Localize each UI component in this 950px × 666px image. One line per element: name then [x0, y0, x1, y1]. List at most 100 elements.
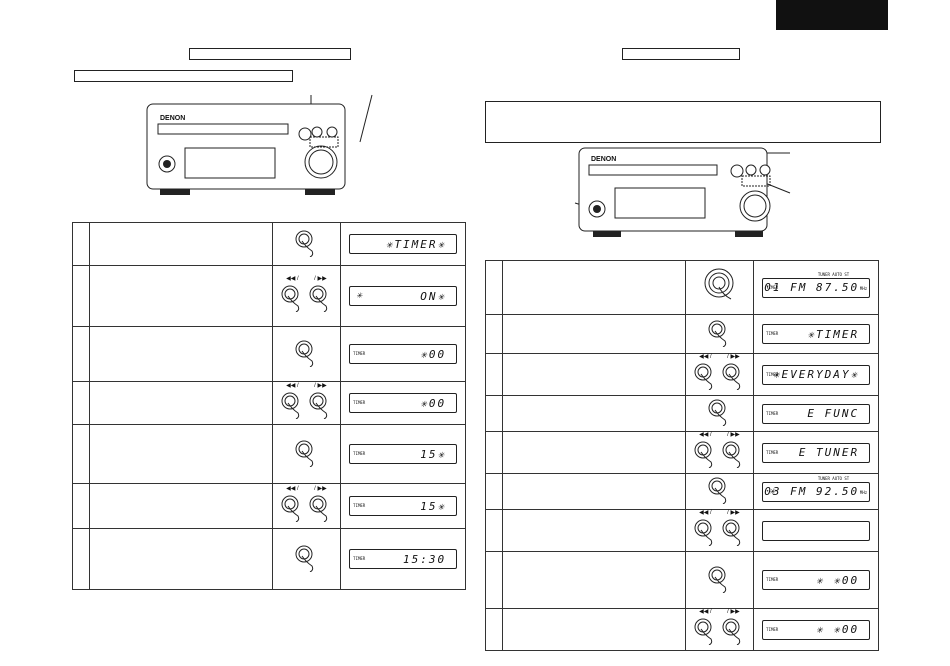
left-brand-text: DENON [160, 115, 185, 122]
step-description-cell [501, 608, 686, 651]
step-row: ✳︎ TUNER AUTO ST 03 FM 92.50 MHz [485, 473, 879, 510]
lcd-text: ✳︎00 [420, 396, 447, 410]
next-skip-label: / ▶▶ [727, 432, 740, 438]
lcd-display [762, 520, 871, 541]
step-row: ◀◀ / / ▶▶ TIMER ✳︎ ✳︎00 [485, 608, 879, 651]
step-description-cell [88, 222, 273, 266]
step-number-cell [485, 353, 503, 396]
step-row: ◀◀ / / ▶▶ TIMER ✳︎00 [72, 381, 466, 425]
button-press-icon [708, 566, 727, 593]
step-display-cell: ✳︎ ΟΝ✳︎ [340, 265, 466, 327]
skip-buttons-icon [281, 495, 328, 522]
button-press-icon [708, 477, 727, 505]
lcd-display: TIMER E TUNER [762, 442, 871, 463]
step-button-cell [271, 424, 342, 484]
skip-buttons-icon [281, 392, 328, 419]
step-number-cell [485, 431, 503, 474]
step-button-cell [684, 260, 755, 315]
lcd-text: 01 FM 87.50 [764, 281, 860, 294]
step-description-cell [501, 314, 686, 354]
step-row: TIMER ✳︎00 [72, 326, 466, 382]
lcd-header-label: TUNER AUTO ST [817, 475, 850, 481]
step-number-cell [72, 424, 90, 484]
step-description-cell [88, 483, 273, 529]
step-display-cell: TIMER 15✳︎ [340, 424, 466, 484]
step-display-cell: TIMER ✳︎00 [340, 381, 466, 425]
step-button-cell: ◀◀ / / ▶▶ [684, 353, 755, 396]
lcd-text: 03 FM 92.50 [764, 485, 860, 498]
skip-buttons-icon [281, 285, 328, 312]
step-number-cell [72, 326, 90, 382]
lcd-mode-label: TIMER [353, 556, 366, 561]
step-number-cell [72, 381, 90, 425]
step-number-cell [72, 222, 90, 266]
step-description-cell [501, 431, 686, 474]
step-row: ◀◀ / / ▶▶ [485, 509, 879, 552]
lcd-mode-label: TIMER [766, 410, 779, 416]
next-skip-label: / ▶▶ [727, 510, 740, 516]
button-press-icon [295, 440, 314, 467]
lcd-display: TIMER E FUNC [762, 403, 871, 424]
step-button-cell: ◀◀ / / ▶▶ [684, 509, 755, 552]
left-title-box [189, 48, 351, 60]
prev-skip-label: ◀◀ / [699, 354, 712, 360]
step-display-cell: ✳︎ΤΙΜΕR✳︎ [340, 222, 466, 266]
step-number-cell [485, 314, 503, 354]
next-skip-label: / ▶▶ [314, 485, 327, 492]
step-display-cell: TIMER ✳︎EVERYDAY✳︎ [753, 353, 879, 396]
step-display-cell: TIMER ✳︎ ✳︎00 [753, 608, 879, 651]
prev-skip-label: ◀◀ / [286, 485, 299, 492]
lcd-display: TIMER TUNER AUTO ST 01 FM 87.50 MHz [762, 272, 871, 298]
button-press-icon [295, 340, 314, 367]
step-number-cell [485, 395, 503, 432]
lcd-display: ✳︎ΤΙΜΕR✳︎ [349, 234, 458, 254]
button-press-icon [295, 545, 314, 572]
page-language-tab [776, 0, 888, 30]
step-button-cell: ◀◀ / / ▶▶ [271, 483, 342, 529]
step-description-cell [501, 260, 686, 315]
next-skip-label: / ▶▶ [727, 609, 740, 615]
step-description-cell [88, 265, 273, 327]
lcd-text: 15✳︎ [420, 499, 447, 513]
lcd-text: ✳︎TIMER [807, 327, 860, 341]
step-button-cell: ◀◀ / / ▶▶ [271, 381, 342, 425]
lcd-unit: MHz [859, 285, 868, 291]
prev-skip-label: ◀◀ / [699, 432, 712, 438]
large-button-press-icon [704, 268, 734, 300]
right-steps-table: TIMER TUNER AUTO ST 01 FM 87.50 MHz TIME… [485, 260, 879, 651]
lcd-display: TIMER 15✳︎ [349, 444, 458, 464]
step-description-cell [501, 473, 686, 510]
prev-skip-label: ◀◀ / [286, 382, 299, 389]
lcd-text: ΟΝ✳︎ [420, 289, 447, 303]
right-title-box [622, 48, 740, 60]
step-description-cell [88, 381, 273, 425]
lcd-text: ✳︎ ✳︎00 [816, 623, 860, 636]
lcd-display: TIMER 15✳︎ [349, 496, 458, 516]
next-skip-label: / ▶▶ [314, 275, 327, 282]
lcd-mode-label: TIMER [353, 400, 366, 405]
next-skip-label: / ▶▶ [314, 382, 327, 389]
step-number-cell [72, 528, 90, 590]
step-number-cell [485, 509, 503, 552]
lcd-display: TIMER ✳︎TIMER [762, 324, 871, 344]
lcd-mode-label: TIMER [766, 331, 779, 336]
step-description-cell [501, 395, 686, 432]
lcd-text: 15:30 [403, 552, 447, 566]
skip-buttons-icon [694, 618, 741, 646]
step-row: ◀◀ / / ▶▶ TIMER ✳︎EVERYDAY✳︎ [485, 353, 879, 396]
right-device-illustration: DENON [574, 147, 791, 237]
lcd-blink-indicator: ✳︎ [356, 290, 365, 301]
step-number-cell [72, 483, 90, 529]
step-number-cell [485, 473, 503, 510]
lcd-mode-label: TIMER [766, 284, 779, 290]
skip-buttons-icon [694, 519, 741, 547]
left-steps-table: ✳︎ΤΙΜΕR✳︎ ◀◀ / / ▶▶ ✳︎ ΟΝ✳︎ [72, 222, 466, 590]
lcd-mode-label: TIMER [353, 451, 366, 456]
lcd-text: E FUNC [807, 407, 860, 420]
step-row: TIMER 15✳︎ [72, 424, 466, 484]
lcd-display: TIMER ✳︎00 [349, 344, 458, 364]
step-display-cell [753, 509, 879, 552]
lcd-mode-label: TIMER [353, 503, 366, 508]
step-description-cell [88, 326, 273, 382]
lcd-display: TIMER ✳︎ ✳︎00 [762, 570, 871, 590]
